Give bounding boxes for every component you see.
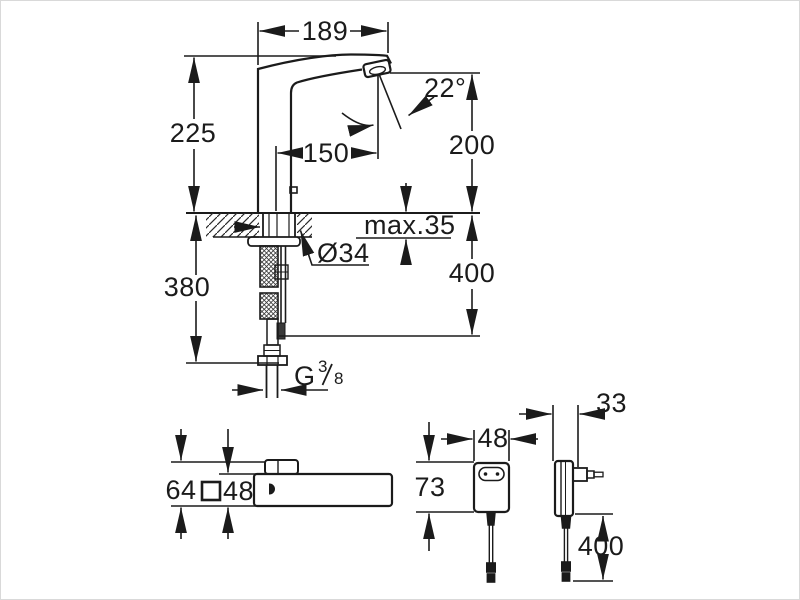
- dim-dia34: [234, 221, 369, 266]
- cable-jack-tip: [486, 573, 496, 583]
- faucet-spout-underside: [289, 68, 363, 213]
- faucet-plan-outline: [252, 472, 394, 508]
- psu-front-view: [416, 422, 538, 583]
- label-thread-numerator: 3: [318, 357, 328, 376]
- label-thread-g: G: [294, 361, 316, 391]
- cable-jack: [560, 561, 571, 572]
- cable-strain-relief: [560, 515, 572, 529]
- label-225: 225: [170, 118, 217, 148]
- angle-arc-arrow: [341, 112, 374, 137]
- spray-angle: [341, 73, 435, 137]
- under-deck-assembly: [247, 236, 301, 398]
- plug-base: [572, 467, 588, 482]
- label-150: 150: [303, 138, 350, 168]
- dim-150: [275, 75, 379, 211]
- cable-strain-relief: [486, 511, 496, 526]
- hose-end-sleeve: [266, 318, 279, 346]
- spray-direction-line: [378, 73, 402, 130]
- angle-leader-arrow: [408, 95, 435, 117]
- sensor-window: [289, 186, 298, 194]
- supply-hose-upper: [259, 245, 279, 288]
- label-48-psu: 48: [477, 423, 508, 453]
- socket-pin-hole: [495, 472, 500, 476]
- label-leader: [299, 230, 369, 266]
- label-400-main: 400: [449, 258, 496, 288]
- dim-max35: [356, 183, 451, 266]
- main-view: [184, 22, 480, 398]
- deck-hatch-right: [297, 213, 312, 237]
- dim-g38: [232, 363, 333, 396]
- faucet-outline: [256, 53, 392, 213]
- supply-hose-lower: [259, 292, 279, 320]
- mounting-flange: [247, 236, 301, 247]
- label-dia34: Ø34: [317, 238, 370, 268]
- dim-200: [390, 72, 480, 212]
- label-189: 189: [302, 16, 349, 46]
- aerator-face: [368, 65, 387, 76]
- label-64: 64: [165, 475, 196, 505]
- psu-side-outline: [553, 459, 575, 518]
- plan-view: [171, 429, 394, 539]
- hex-nut: [257, 355, 288, 366]
- spout-top-detail: [264, 459, 299, 475]
- psu-side-view: [519, 405, 613, 582]
- socket-pin-hole: [483, 472, 488, 476]
- label-380: 380: [164, 272, 211, 302]
- dim-400-main: [279, 215, 480, 337]
- plug-pin-base: [586, 470, 595, 479]
- dim-225: [184, 55, 336, 212]
- sensor-window-plan: [269, 483, 275, 495]
- label-33: 33: [596, 388, 627, 418]
- cable-jack-tip: [561, 572, 571, 582]
- aerator-outlet: [362, 58, 392, 79]
- mounting-shank: [262, 213, 296, 237]
- fraction-slash-line: [321, 363, 333, 386]
- dim-189: [257, 22, 389, 65]
- plug-pin: [593, 471, 604, 478]
- deck-hatch-left: [206, 213, 259, 237]
- faucet-body-left-top: [256, 53, 392, 213]
- euro-socket-icon: [478, 466, 505, 482]
- label-22deg: 22°: [424, 73, 466, 103]
- label-48-plan: 48: [223, 476, 254, 506]
- dim-380: [186, 215, 279, 364]
- label-max35: max.35: [364, 210, 456, 240]
- label-thread-denominator: 8: [334, 369, 344, 388]
- dimension-labels: 189 225 150 22° 200 max.35 Ø34 380 400 G…: [164, 16, 627, 561]
- label-200: 200: [449, 130, 496, 160]
- label-73: 73: [414, 472, 445, 502]
- cable-jack: [485, 562, 496, 573]
- square-section-symbol: [200, 480, 222, 502]
- label-400-psu: 400: [578, 531, 625, 561]
- rod-end-fitting: [276, 322, 286, 340]
